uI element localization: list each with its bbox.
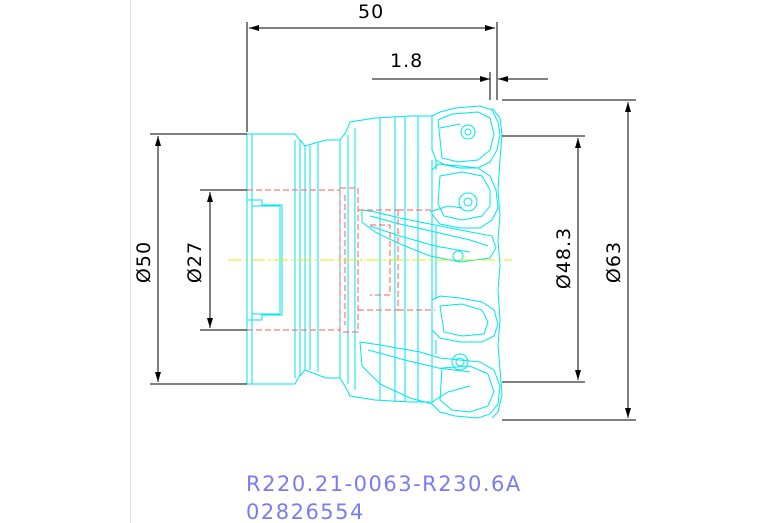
dim-text-shank: Ø50 xyxy=(133,241,155,283)
tool-body-outline xyxy=(246,105,503,419)
dim-text-offset: 1.8 xyxy=(390,50,423,72)
dim-text-seat: Ø48.3 xyxy=(553,227,575,289)
sheet-border xyxy=(130,0,131,523)
dim-text-length: 50 xyxy=(358,1,384,23)
dim-text-cut: Ø63 xyxy=(603,241,625,283)
part-number-label: 02826554 xyxy=(246,500,365,523)
dimension-lines xyxy=(150,22,636,421)
model-code-label: R220.21-0063-R230.6A xyxy=(246,472,522,496)
dim-text-bore: Ø27 xyxy=(184,241,206,283)
